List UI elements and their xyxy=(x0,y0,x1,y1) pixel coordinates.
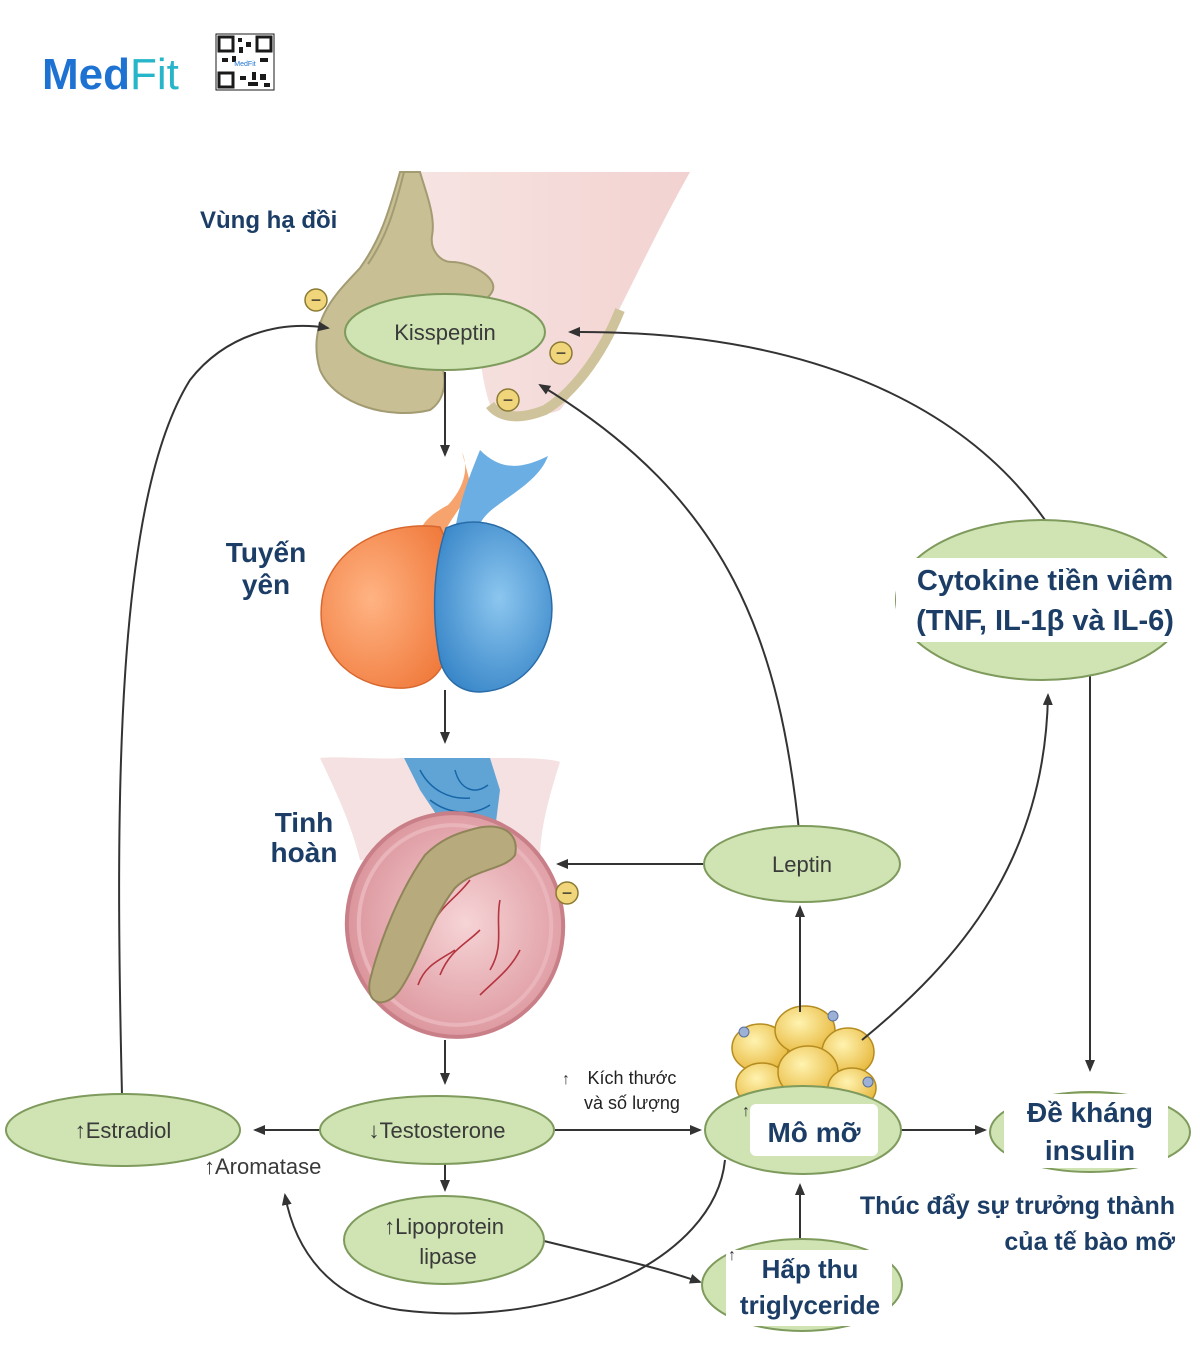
size-increase-icon: ↑ xyxy=(562,1071,570,1088)
size-count-label: ↑ Kích thước và số lượng xyxy=(562,1068,680,1113)
increase-icon: ↑ xyxy=(75,1118,86,1143)
hypothalamus-illustration xyxy=(315,171,690,422)
node-lipoprotein-lipase: ↑Lipoprotein lipase xyxy=(343,1195,545,1285)
fat-cells-illustration xyxy=(731,1005,877,1109)
svg-text:↑Estradiol: ↑Estradiol xyxy=(75,1118,172,1143)
brand-logo: MedFit MedFit xyxy=(42,33,275,99)
adipose-increase-icon: ↑ xyxy=(742,1103,750,1120)
size-label-line1: Kích thước xyxy=(588,1068,677,1088)
pituitary-label-line2: yên xyxy=(242,569,290,600)
insulin-label-line1: Đề kháng xyxy=(1027,1097,1153,1128)
insulin-label-line2: insulin xyxy=(1045,1135,1135,1166)
triglyceride-label-line2: triglyceride xyxy=(740,1290,880,1320)
node-kisspeptin: Kisspeptin xyxy=(344,293,546,371)
arrow-cytokine-to-kisspeptin xyxy=(568,326,1046,521)
arrow-adipose-to-aromatase xyxy=(281,1159,726,1315)
arrow-lipoprotein-to-triglyceride xyxy=(539,1239,702,1284)
inhibit-icon: − xyxy=(496,388,520,412)
logo-text-med: Med xyxy=(42,50,130,99)
maturation-label-line1: Thúc đẩy sự trưởng thành xyxy=(860,1192,1175,1220)
inhibit-icon: − xyxy=(304,288,328,312)
leptin-label: Leptin xyxy=(772,852,832,877)
svg-text:MedFit: MedFit xyxy=(42,50,179,99)
pituitary-label-line1: Tuyến xyxy=(226,537,306,568)
svg-text:−: − xyxy=(503,390,514,410)
decrease-icon: ↓ xyxy=(369,1118,380,1143)
inhibit-icon: − xyxy=(549,341,573,365)
testosterone-label: Testosterone xyxy=(380,1118,506,1143)
kisspeptin-label: Kisspeptin xyxy=(394,320,496,345)
arrows xyxy=(118,321,1095,1315)
qr-code-icon: MedFit xyxy=(215,33,275,91)
size-label-line2: và số lượng xyxy=(584,1093,680,1113)
aromatase-label: Aromatase xyxy=(215,1154,321,1179)
lipoprotein-label-line1: Lipoprotein xyxy=(395,1214,504,1239)
node-triglyceride: ↑ Hấp thu triglyceride xyxy=(701,1238,903,1332)
node-insulin-resistance: Đề kháng insulin xyxy=(989,1091,1191,1173)
arrow-leptin-to-hypothalamus xyxy=(538,383,801,841)
svg-text:↑Aromatase: ↑Aromatase xyxy=(204,1154,321,1179)
svg-text:↑Lipoprotein: ↑Lipoprotein xyxy=(384,1214,504,1239)
pituitary-illustration xyxy=(320,450,553,693)
node-testosterone: ↓Testosterone xyxy=(319,1095,555,1165)
svg-text:−: − xyxy=(311,290,322,310)
svg-text:−: − xyxy=(556,343,567,363)
lipoprotein-label-line2: lipase xyxy=(419,1244,476,1269)
triglyceride-label-line1: Hấp thu xyxy=(762,1254,859,1284)
arrow-adipose-to-cytokine xyxy=(861,693,1053,1041)
cytokine-label-line2: (TNF, IL-1β và IL-6) xyxy=(916,605,1174,637)
hypothalamus-label: Vùng hạ đồi xyxy=(200,207,337,234)
cytokine-label-line1: Cytokine tiền viêm xyxy=(917,565,1173,597)
estradiol-label: Estradiol xyxy=(86,1118,172,1143)
maturation-label-line2: của tế bào mỡ xyxy=(1004,1228,1175,1256)
testis-label-line2: hoàn xyxy=(271,837,338,868)
node-estradiol: ↑Estradiol xyxy=(5,1093,241,1167)
lipoprotein-increase-icon: ↑ xyxy=(384,1214,395,1239)
node-cytokine: Cytokine tiền viêm (TNF, IL-1β và IL-6) xyxy=(895,519,1194,681)
inhibit-icon: − xyxy=(555,881,579,905)
triglyceride-increase-icon: ↑ xyxy=(728,1247,736,1264)
inhibit-markers: − − − − xyxy=(304,288,579,905)
node-adipose: ↑ Mô mỡ xyxy=(704,1085,902,1175)
logo-text-fit: Fit xyxy=(130,50,179,99)
testis-illustration xyxy=(320,757,566,1039)
aromatase-increase-icon: ↑ xyxy=(204,1154,215,1179)
svg-text:↓Testosterone: ↓Testosterone xyxy=(369,1118,506,1143)
svg-text:−: − xyxy=(562,883,573,903)
arrow-estradiol-to-kisspeptin xyxy=(118,321,330,1096)
qr-caption: MedFit xyxy=(234,61,255,68)
node-leptin: Leptin xyxy=(703,825,901,903)
adipose-label: Mô mỡ xyxy=(767,1117,860,1148)
testis-label-line1: Tinh xyxy=(275,807,334,838)
